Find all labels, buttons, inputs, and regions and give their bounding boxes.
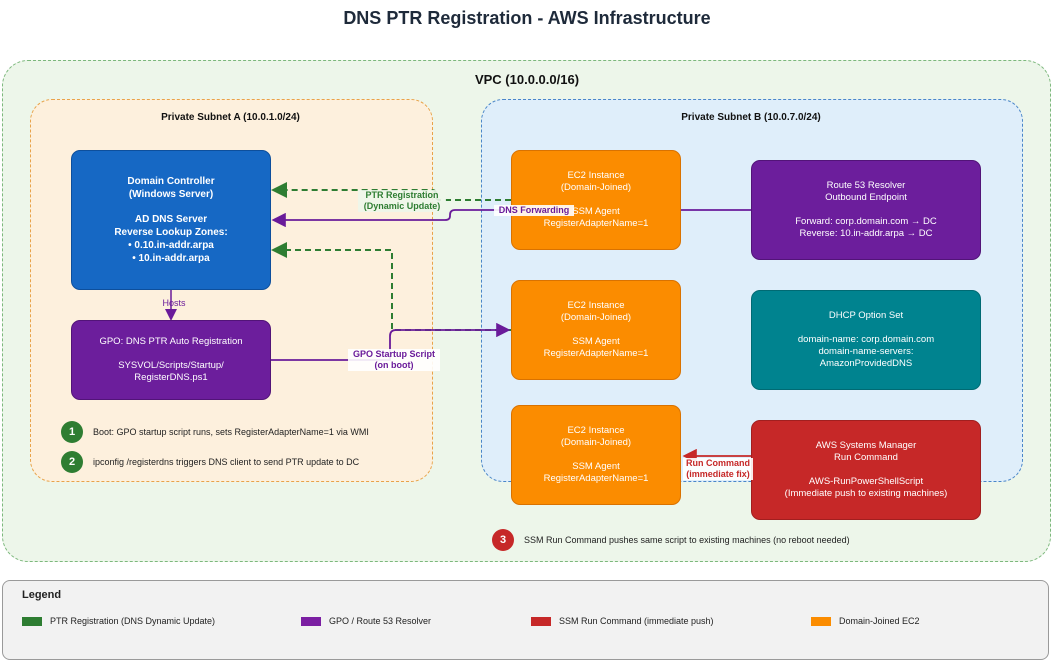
gpo-startup-label: GPO Startup Script (on boot)	[348, 349, 440, 371]
route53-forward-rule: Forward: corp.domain.com → DC	[795, 216, 937, 227]
dns-forwarding-label: DNS Forwarding	[494, 205, 574, 216]
ec2-setting: RegisterAdapterName=1	[543, 473, 649, 484]
step-3-badge: 3	[492, 529, 514, 551]
ssm-document: AWS-RunPowerShellScript	[808, 476, 924, 487]
legend-label-ssm: SSM Run Command (immediate push)	[559, 616, 714, 626]
gpo-startup-line2: (on boot)	[374, 360, 414, 370]
ptr-label-line2: (Dynamic Update)	[363, 201, 441, 211]
ec2-agent: SSM Agent	[572, 336, 620, 347]
step-2-badge: 2	[61, 451, 83, 473]
ptr-connector-2	[271, 242, 511, 331]
diagram-title: DNS PTR Registration - AWS Infrastructur…	[343, 8, 711, 28]
step-2: 2 ipconfig /registerdns triggers DNS cli…	[61, 451, 359, 473]
ec2-title: EC2 Instance	[567, 170, 625, 181]
gpo-startup-connector	[271, 322, 511, 361]
route53-subtitle: Outbound Endpoint	[825, 192, 907, 203]
legend-item-ssm: SSM Run Command (immediate push)	[531, 616, 714, 626]
domain-controller-box[interactable]: Domain Controller (Windows Server) AD DN…	[71, 150, 271, 290]
dhcp-title: DHCP Option Set	[828, 310, 904, 321]
legend-label-gpo: GPO / Route 53 Resolver	[329, 616, 432, 626]
legend-item-ptr: PTR Registration (DNS Dynamic Update)	[22, 616, 215, 626]
ec2-subtitle: (Domain-Joined)	[560, 182, 632, 193]
legend-swatch-purple	[301, 616, 321, 626]
subnet-a-label: Private Subnet A (10.0.1.0/24)	[161, 112, 300, 123]
ec2-title: EC2 Instance	[567, 425, 625, 436]
ec2-setting: RegisterAdapterName=1	[543, 348, 649, 359]
dhcp-domain-name: domain-name: corp.domain.com	[797, 334, 935, 345]
dc-zone-1: • 0.10.in-addr.arpa	[128, 240, 214, 251]
gpo-title: GPO: DNS PTR Auto Registration	[99, 336, 243, 347]
step-1-badge: 1	[61, 421, 83, 443]
dhcp-option-set-box[interactable]: DHCP Option Set domain-name: corp.domain…	[751, 290, 981, 390]
run-command-line1: Run Command	[686, 458, 750, 468]
subnet-b-label: Private Subnet B (10.0.7.0/24)	[681, 112, 821, 123]
ec2-setting: RegisterAdapterName=1	[543, 218, 649, 229]
ec2-instance-2[interactable]: EC2 Instance (Domain-Joined) SSM Agent R…	[511, 280, 681, 380]
dc-role: AD DNS Server	[134, 214, 208, 225]
step-3: 3 SSM Run Command pushes same script to …	[492, 529, 850, 551]
step-1-text: Boot: GPO startup script runs, sets Regi…	[93, 427, 369, 437]
legend-item-gpo: GPO / Route 53 Resolver	[301, 616, 431, 626]
gpo-startup-line1: GPO Startup Script	[352, 349, 435, 359]
dc-title: Domain Controller	[127, 176, 215, 187]
legend-item-ec2: Domain-Joined EC2	[811, 616, 920, 626]
step-1: 1 Boot: GPO startup script runs, sets Re…	[61, 421, 369, 443]
ec2-agent: SSM Agent	[572, 461, 620, 472]
hosts-label: Hosts	[162, 298, 186, 308]
legend-box	[2, 580, 1049, 660]
dc-zone-2: • 10.in-addr.arpa	[132, 253, 210, 264]
dhcp-servers-value: AmazonProvidedDNS	[819, 358, 913, 369]
dhcp-servers-label: domain-name-servers:	[818, 346, 914, 357]
ec2-agent: SSM Agent	[572, 206, 620, 217]
gpo-path: SYSVOL/Scripts/Startup/	[118, 360, 224, 371]
dns-forwarding-connector	[271, 209, 751, 228]
legend-swatch-red	[531, 616, 551, 626]
dc-zones-label: Reverse Lookup Zones:	[114, 227, 228, 238]
vpc-label: VPC (10.0.0.0/16)	[474, 72, 580, 87]
ptr-label-line1: PTR Registration	[365, 190, 439, 200]
step-3-text: SSM Run Command pushes same script to ex…	[524, 535, 850, 545]
ssm-note: (Immediate push to existing machines)	[784, 488, 948, 499]
ec2-subtitle: (Domain-Joined)	[560, 312, 632, 323]
ssm-title: AWS Systems Manager	[815, 440, 917, 451]
run-command-line2: (immediate fix)	[686, 469, 750, 479]
ptr-registration-label: PTR Registration (Dynamic Update)	[358, 190, 446, 212]
ec2-instance-3[interactable]: EC2 Instance (Domain-Joined) SSM Agent R…	[511, 405, 681, 505]
legend-swatch-green	[22, 616, 42, 626]
ssm-subtitle: Run Command	[834, 452, 898, 463]
route53-resolver-box[interactable]: Route 53 Resolver Outbound Endpoint Forw…	[751, 160, 981, 260]
dc-subtitle: (Windows Server)	[128, 189, 214, 200]
legend-label-ec2: Domain-Joined EC2	[839, 616, 920, 626]
ec2-instance-1[interactable]: EC2 Instance (Domain-Joined) SSM Agent R…	[511, 150, 681, 250]
gpo-box[interactable]: GPO: DNS PTR Auto Registration SYSVOL/Sc…	[71, 320, 271, 400]
gpo-script: RegisterDNS.ps1	[134, 372, 208, 383]
route53-title: Route 53 Resolver	[826, 180, 906, 191]
legend-swatch-orange	[811, 616, 831, 626]
legend-title: Legend	[22, 589, 62, 601]
legend-label-ptr: PTR Registration (DNS Dynamic Update)	[50, 616, 216, 626]
step-2-text: ipconfig /registerdns triggers DNS clien…	[93, 457, 360, 467]
ec2-title: EC2 Instance	[567, 300, 625, 311]
ec2-subtitle: (Domain-Joined)	[560, 437, 632, 448]
ssm-run-command-box[interactable]: AWS Systems Manager Run Command AWS-RunP…	[751, 420, 981, 520]
route53-reverse-rule: Reverse: 10.in-addr.arpa → DC	[799, 228, 933, 239]
run-command-label: Run Command (immediate fix)	[683, 458, 753, 480]
